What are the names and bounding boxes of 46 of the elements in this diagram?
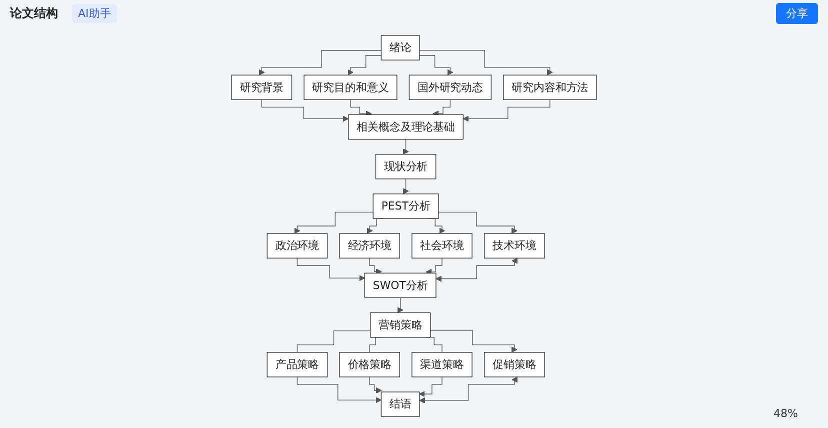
- arrow: [369, 376, 382, 394]
- arrow: [419, 376, 518, 404]
- arrow: [462, 99, 550, 122]
- node-box: 营销策略: [370, 312, 431, 338]
- arrow: [397, 297, 404, 313]
- arrow: [436, 258, 518, 282]
- node-box: 研究内容和方法: [503, 74, 597, 100]
- arrow: [294, 212, 374, 234]
- node-box: 国外研究动态: [408, 74, 492, 100]
- node-box: 研究目的和意义: [304, 74, 398, 100]
- arrow: [347, 55, 382, 76]
- arrow: [296, 258, 366, 282]
- arrow: [350, 99, 372, 117]
- document-title: 论文结构: [10, 4, 58, 22]
- arrow: [426, 258, 442, 275]
- node-box: 社会环境: [412, 233, 472, 258]
- node-box: 渠道策略: [412, 352, 472, 378]
- zoom-level: 48%: [774, 407, 798, 420]
- arrow: [438, 212, 518, 234]
- node-box: 现状分析: [375, 154, 436, 180]
- node-box: 价格策略: [339, 352, 400, 378]
- arrow: [419, 50, 553, 76]
- node-box: 研究背景: [231, 74, 292, 100]
- connector: [296, 330, 371, 353]
- node-box: 结语: [380, 392, 420, 417]
- node-box: 经济环境: [339, 233, 400, 258]
- arrow: [430, 330, 518, 353]
- node-box: 政治环境: [266, 233, 328, 258]
- node-box: 产品策略: [266, 352, 328, 378]
- node-box: PEST分析: [372, 194, 439, 219]
- node-box: 技术环境: [484, 233, 545, 258]
- arrow: [369, 258, 382, 275]
- arrow: [402, 178, 409, 194]
- share-button: 分享: [776, 2, 818, 24]
- arrow: [419, 55, 454, 76]
- node-box: SWOT分析: [364, 272, 436, 298]
- arrow: [261, 99, 349, 122]
- node-box: 相关概念及理论基础: [348, 114, 464, 140]
- arrow: [402, 138, 409, 155]
- assistant-tab: AI助手: [72, 4, 117, 22]
- arrow: [432, 99, 451, 117]
- node-box: 促销策略: [484, 352, 545, 378]
- node-box: 绪论: [380, 35, 420, 60]
- arrow: [418, 376, 442, 397]
- arrow: [296, 376, 382, 404]
- arrow: [258, 50, 382, 76]
